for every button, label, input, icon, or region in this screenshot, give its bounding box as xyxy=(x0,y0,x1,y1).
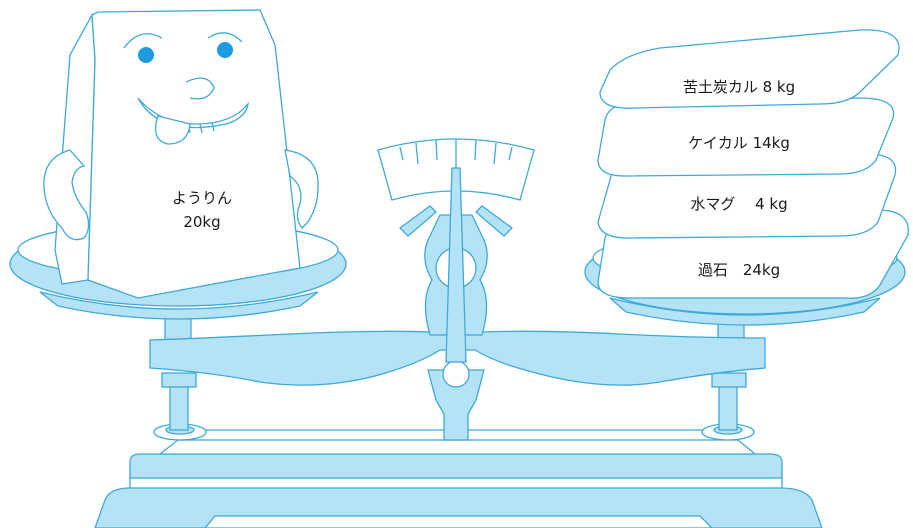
left-column xyxy=(153,309,207,441)
scale-beam xyxy=(149,330,766,386)
right-bag-stack xyxy=(597,29,909,299)
scale-dial xyxy=(377,138,535,363)
dial-ticks xyxy=(399,139,513,168)
bag-weight-label: 20kg xyxy=(183,213,220,231)
scale-base xyxy=(94,429,823,528)
bag-label-kaseki: 過石 24kg xyxy=(698,261,780,279)
scale-needle xyxy=(445,167,467,363)
bag-label-kudo-tankaru: 苦土炭カル 8 kg xyxy=(683,78,795,96)
bag-character: ようりん 20kg xyxy=(43,9,319,299)
bag-label-mizumagu: 水マグ 4 kg xyxy=(690,195,787,213)
right-bag-labels: 苦土炭カル 8 kg ケイカル 14kg 水マグ 4 kg 過石 24kg xyxy=(683,78,795,279)
bag-label-keikaru: ケイカル 14kg xyxy=(688,134,790,152)
right-eye-icon xyxy=(217,42,233,58)
bag-name-label: ようりん xyxy=(172,189,232,207)
left-eye-icon xyxy=(138,47,154,63)
bag-kudo-tankaru xyxy=(599,29,900,109)
